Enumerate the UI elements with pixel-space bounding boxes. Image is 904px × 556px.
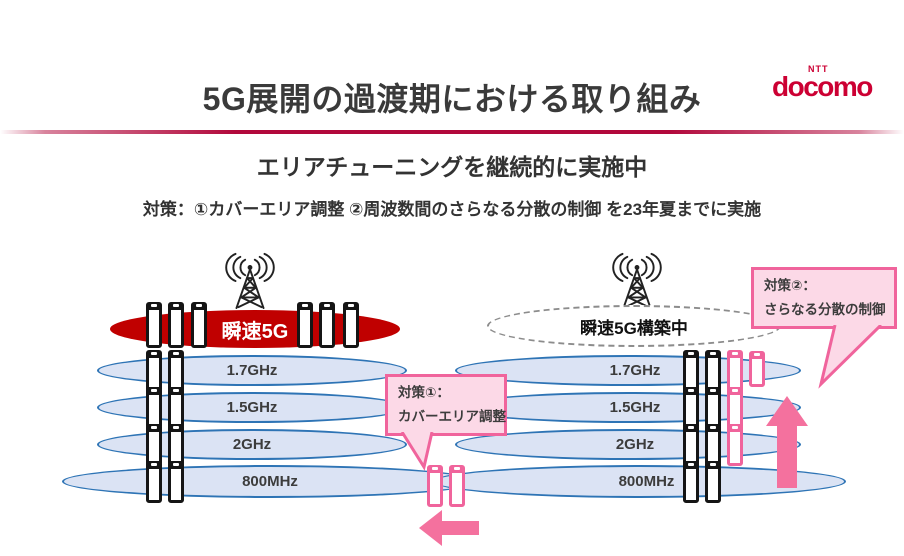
band-ellipse-left-1_5ghz: 1.5GHz (97, 392, 407, 423)
page-title: 5G展開の過渡期における取り組み (202, 81, 702, 117)
arrow-up-icon (766, 396, 808, 488)
smartphone-icon (683, 350, 699, 392)
smartphone-icon (168, 302, 184, 348)
band-label: 2GHz (232, 436, 272, 453)
smartphone-icon (683, 461, 699, 503)
band-label: 800MHz (618, 473, 675, 490)
smartphone-icon (146, 387, 162, 429)
callout-tail-icon (818, 325, 883, 389)
ntt-wordmark: NTT (808, 64, 829, 74)
band-ellipse-right-1_5ghz: 1.5GHz (455, 392, 801, 423)
smartphone-icon (146, 302, 162, 348)
smartphone-icon-pink (449, 465, 465, 507)
band-label: 1.7GHz (226, 362, 278, 379)
band-label: 2GHz (615, 436, 655, 453)
radio-tower-icon (225, 252, 275, 310)
smartphone-icon-pink (749, 351, 765, 387)
callout-title: 対策①： (398, 385, 450, 400)
radio-tower-icon (612, 252, 662, 310)
smartphone-icon (705, 350, 721, 392)
band-ellipse-left-1_7ghz: 1.7GHz (97, 355, 407, 386)
smartphone-icon (705, 424, 721, 466)
smartphone-icon (319, 302, 335, 348)
callout-tail-icon (400, 432, 434, 471)
smartphone-icon (168, 424, 184, 466)
smartphone-icon (146, 461, 162, 503)
smartphone-icon (168, 350, 184, 392)
subtitle: エリアチューニングを継続的に実施中 (256, 154, 648, 180)
smartphone-icon (191, 302, 207, 348)
smartphone-icon (168, 461, 184, 503)
measures-line: 対策：①カバーエリア調整 ②周波数間のさらなる分散の制御 を23年夏までに実施 (142, 200, 762, 219)
smartphone-icon (297, 302, 313, 348)
smartphone-icon (705, 387, 721, 429)
callout-title: 対策②： (764, 278, 816, 293)
callout-measure-1: 対策①： カバーエリア調整 (385, 374, 507, 436)
band-ellipse-right-1_7ghz: 1.7GHz (455, 355, 801, 386)
band-label: 800MHz (242, 473, 298, 490)
smartphone-icon-pink (727, 350, 743, 392)
shunsoku-5g-building-label: 瞬速5G構築中 (580, 318, 688, 338)
smartphone-icon (683, 387, 699, 429)
smartphone-icon (146, 424, 162, 466)
band-label: 1.5GHz (609, 399, 661, 416)
smartphone-icon-pink (727, 387, 743, 429)
smartphone-icon (146, 350, 162, 392)
shunsoku-5g-building-band: 瞬速5G構築中 (487, 305, 781, 347)
band-ellipse-right-2ghz: 2GHz (455, 429, 801, 460)
callout-body: カバーエリア調整 (398, 409, 506, 424)
band-ellipse-left-2ghz: 2GHz (97, 429, 407, 460)
band-label: 1.7GHz (609, 362, 661, 379)
callout-measure-2: 対策②： さらなる分散の制御 (751, 267, 897, 329)
callout-body: さらなる分散の制御 (764, 302, 886, 317)
smartphone-icon (683, 424, 699, 466)
title-underline (0, 130, 904, 134)
docomo-wordmark: docomo (772, 71, 873, 102)
smartphone-icon (168, 387, 184, 429)
band-label: 1.5GHz (226, 399, 278, 416)
smartphone-icon-pink (727, 424, 743, 466)
smartphone-icon (705, 461, 721, 503)
shunsoku-5g-label: 瞬速5G (221, 320, 289, 343)
smartphone-icon-pink (427, 465, 443, 507)
arrow-left-icon (419, 510, 479, 546)
docomo-logo: NTT docomo (772, 64, 882, 106)
smartphone-icon (343, 302, 359, 348)
band-ellipse-left-800mhz: 800MHz (62, 465, 478, 498)
